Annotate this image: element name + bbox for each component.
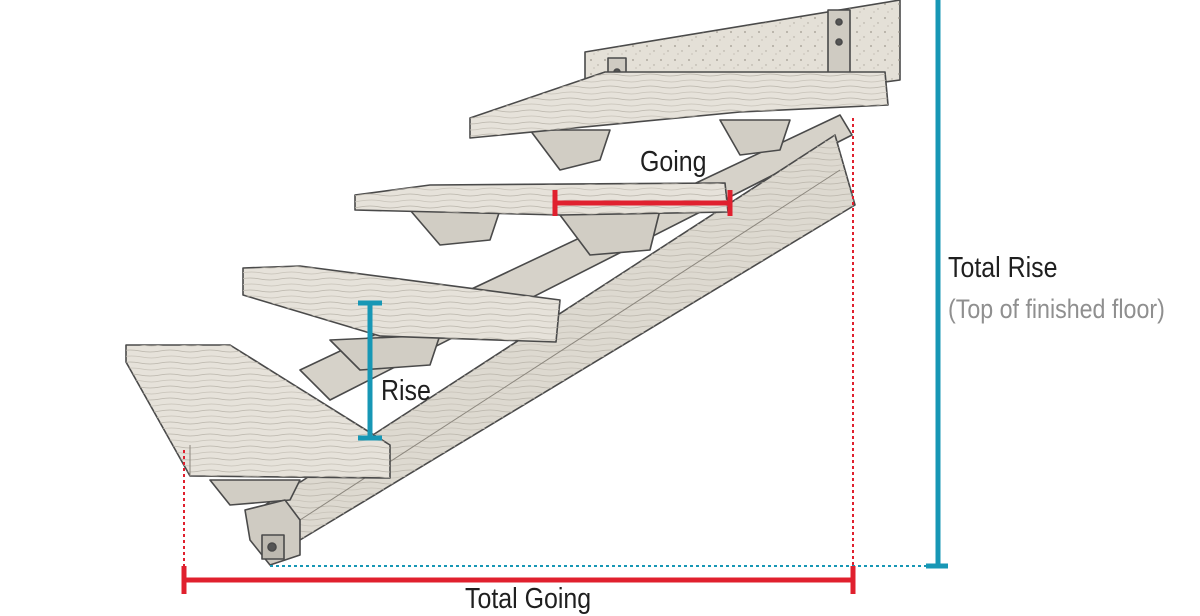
total-going-dimension [181, 118, 856, 594]
total-rise-dimension [270, 0, 948, 569]
tread-2 [242, 265, 561, 343]
rise-label: Rise [381, 375, 431, 407]
stair-foot-bracket-icon [244, 499, 301, 566]
tread-3 [354, 182, 729, 216]
staircase-drawing-icon [125, 0, 901, 566]
rise-dimension [358, 300, 382, 441]
front-stringer [264, 134, 856, 541]
going-label: Going [640, 146, 707, 178]
staircase-diagram [125, 0, 948, 594]
total-rise-label: Total Rise [948, 252, 1058, 284]
going-dimension [552, 190, 733, 216]
tread-4 [469, 71, 889, 139]
tread-1 [125, 344, 391, 479]
tread-brackets [209, 119, 791, 506]
total-rise-note: (Top of finished floor) [948, 294, 1165, 324]
